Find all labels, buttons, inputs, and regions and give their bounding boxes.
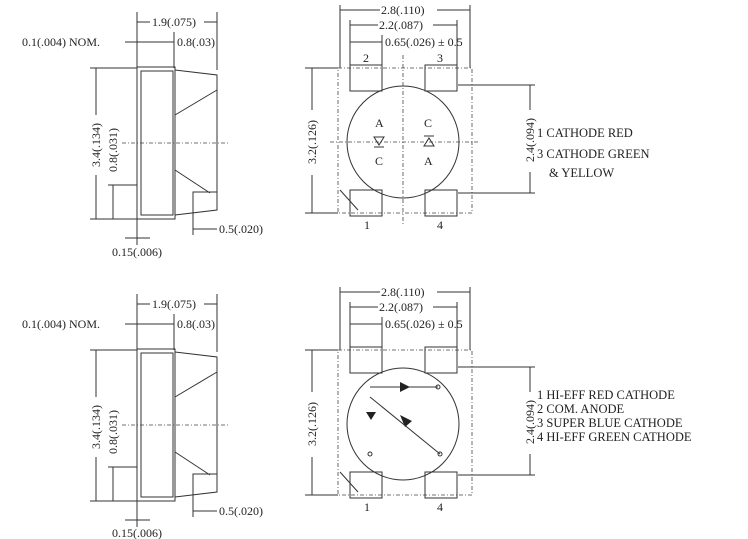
- dim-pad: 0.65(.026) ± 0.5: [385, 317, 463, 331]
- pad-4: [424, 189, 458, 217]
- pad-3: [424, 64, 458, 92]
- dim-right: 0.5(.020): [219, 504, 263, 518]
- dim-height: 3.2(.126): [305, 402, 319, 446]
- pin-label-4: 4: [437, 218, 443, 232]
- dim-bottom: 0.15(.006): [112, 526, 162, 539]
- mark-c-left: C: [375, 154, 383, 168]
- diode-symbol-right: [423, 135, 435, 147]
- pin-label-4: 4: [437, 500, 443, 514]
- dim-pads: 2.2(.087): [379, 300, 423, 314]
- pin-label-1: 1: [364, 500, 370, 514]
- dim-inner: 2.4(.094): [523, 400, 537, 444]
- diode-symbol-left: [373, 136, 385, 148]
- side-view: 1.9(.075) 0.1(.004) NOM. 0.8(.03) 3.4(.1…: [22, 294, 263, 539]
- dim-bottom: 0.15(.006): [112, 245, 162, 259]
- dim-lead: 0.8(.031): [106, 410, 120, 454]
- legend-top: 1 CATHODE RED 3 CATHODE GREEN & YELLOW: [537, 126, 650, 180]
- dim-lens: 0.8(.03): [177, 35, 215, 49]
- dim-right: 0.5(.020): [219, 222, 263, 236]
- pad-2: [349, 346, 383, 374]
- legend-item: 1 HI-EFF RED CATHODE: [537, 388, 675, 402]
- dim-height: 3.2(.126): [305, 120, 319, 164]
- top-variant: 1.9(.075) 0.1(.004) NOM. 0.8(.03) 3.4(.1…: [22, 3, 650, 259]
- mark-a-right: A: [424, 154, 433, 168]
- legend-item: 3 SUPER BLUE CATHODE: [537, 416, 683, 430]
- dim-pad: 0.65(.026) ± 0.5: [385, 35, 463, 49]
- legend-item: 1 CATHODE RED: [537, 126, 633, 140]
- dim-lens: 0.8(.03): [177, 317, 215, 331]
- legend-item: 2 COM. ANODE: [537, 402, 625, 416]
- mark-a-left: A: [375, 116, 384, 130]
- dim-height: 3.4(.134): [89, 123, 103, 167]
- dim-outer: 2.8(.110): [381, 3, 425, 17]
- plan-view: 2.8(.110) 2.2(.087) 0.65(.026) ± 0.5 1 4…: [305, 285, 537, 514]
- lens: [346, 367, 460, 481]
- pin-label-1: 1: [364, 218, 370, 232]
- dim-nom: 0.1(.004) NOM.: [22, 35, 100, 49]
- dim-nom: 0.1(.004) NOM.: [22, 317, 100, 331]
- legend-item: & YELLOW: [549, 166, 614, 180]
- plan-view: 2.8(.110) 2.2(.087) 0.65(.026) ± 0.5 2 3…: [305, 3, 537, 232]
- bottom-variant: 1.9(.075) 0.1(.004) NOM. 0.8(.03) 3.4(.1…: [22, 285, 692, 539]
- side-view: 1.9(.075) 0.1(.004) NOM. 0.8(.03) 3.4(.1…: [22, 12, 263, 259]
- pin-label-3: 3: [437, 51, 443, 65]
- pin-label-2: 2: [363, 51, 369, 65]
- dim-lead: 0.8(.031): [106, 128, 120, 172]
- mark-c-right: C: [424, 116, 432, 130]
- legend-item: 3 CATHODE GREEN: [537, 147, 650, 161]
- pad-1: [349, 189, 383, 217]
- pad-3: [424, 346, 458, 374]
- pad-2: [349, 64, 383, 92]
- dim-pads: 2.2(.087): [379, 18, 423, 32]
- package-outline: [337, 349, 473, 496]
- legend-item: 4 HI-EFF GREEN CATHODE: [537, 430, 692, 444]
- diode-symbol: [366, 412, 376, 420]
- dim-height: 3.4(.134): [89, 405, 103, 449]
- pad-4: [424, 471, 458, 499]
- package-outline: [337, 67, 473, 214]
- dim-inner: 2.4(.094): [523, 118, 537, 162]
- pad-1: [349, 471, 383, 499]
- dim-width: 1.9(.075): [152, 15, 196, 29]
- dim-width: 1.9(.075): [152, 297, 196, 311]
- legend-bottom: 1 HI-EFF RED CATHODE 2 COM. ANODE 3 SUPE…: [537, 388, 692, 444]
- dim-outer: 2.8(.110): [381, 285, 425, 299]
